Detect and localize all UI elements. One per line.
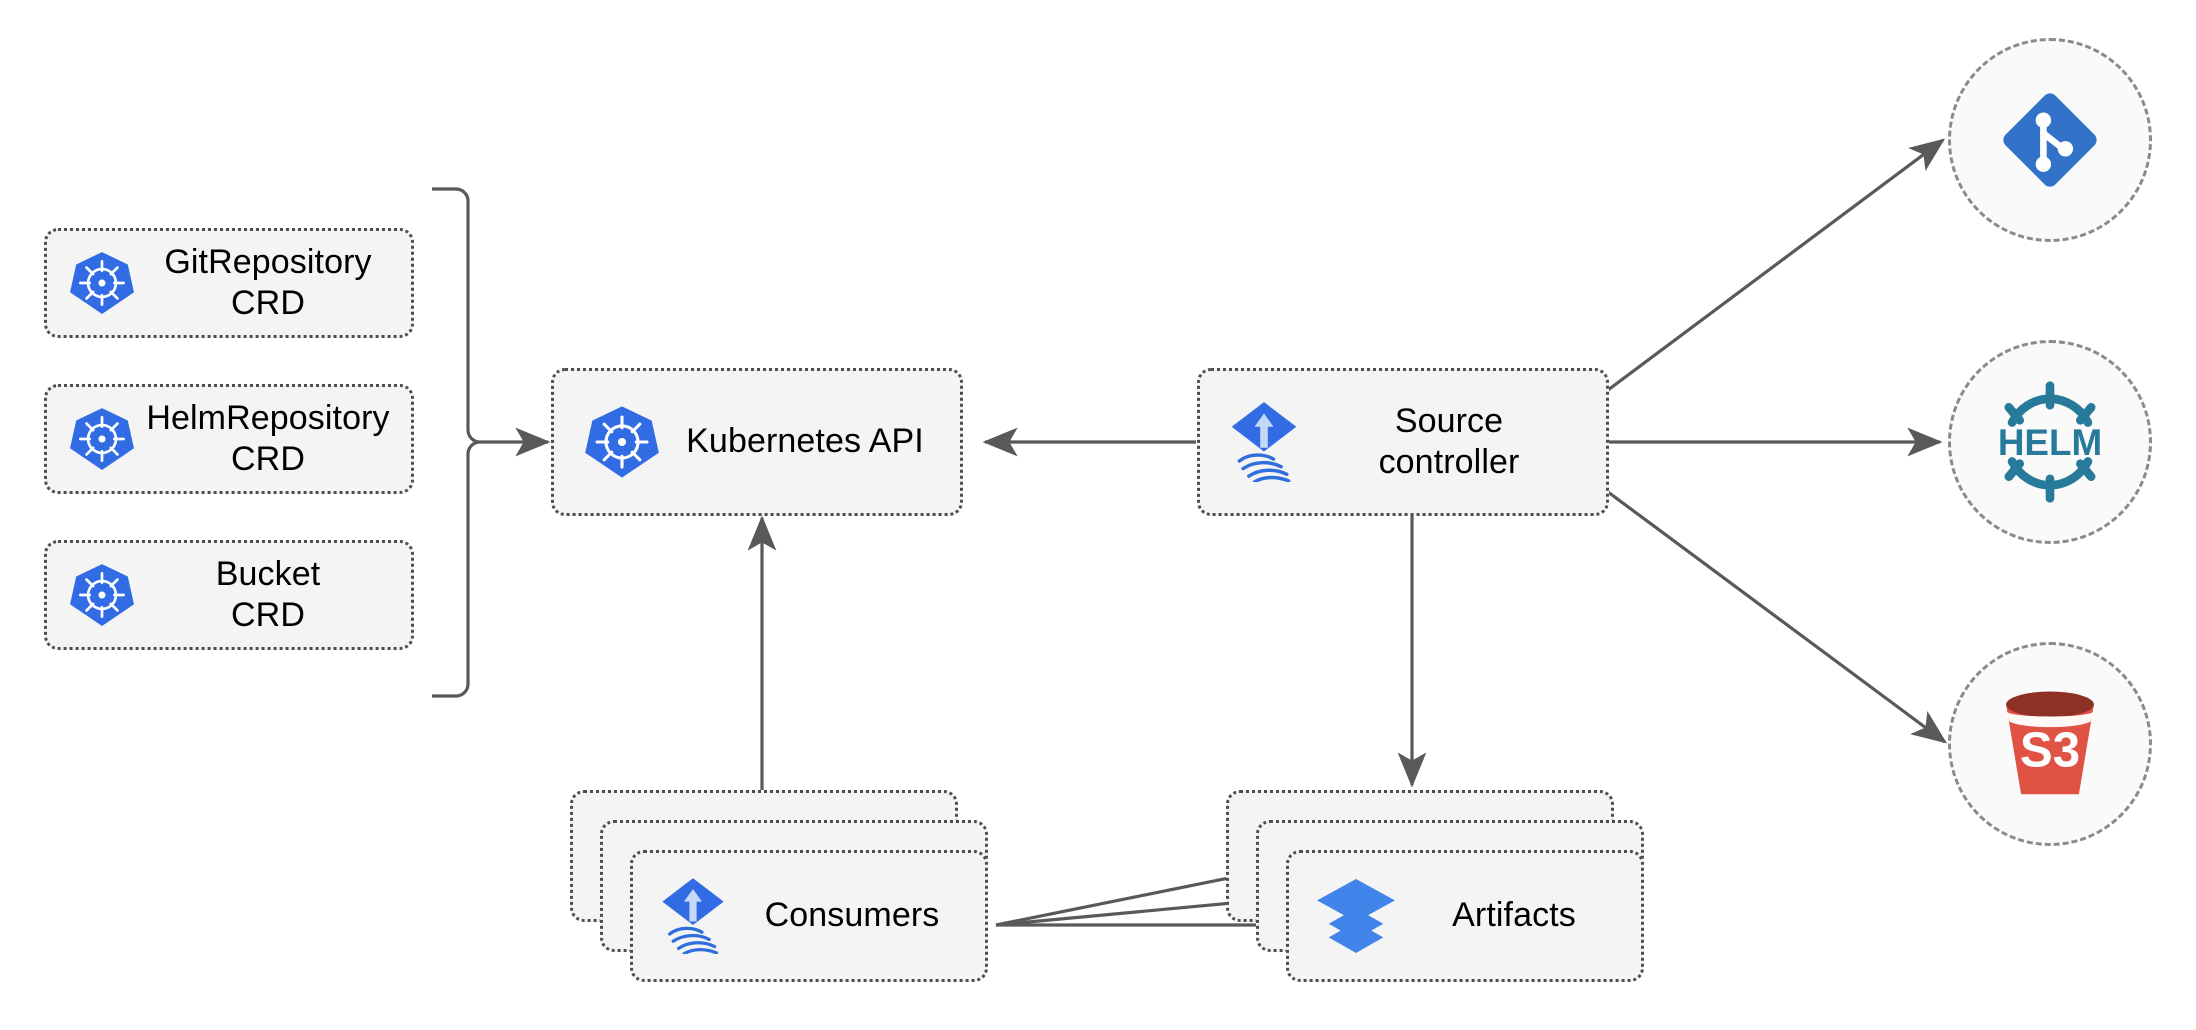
- flux-icon: [657, 878, 729, 954]
- s3-icon: S3: [2006, 691, 2094, 795]
- helm-wordmark: HELM: [1998, 422, 2102, 463]
- helm-icon: HELM: [1998, 381, 2102, 503]
- node-label-kubernetes-api: Kubernetes API: [686, 422, 924, 461]
- node-artifacts[interactable]: Artifacts: [1286, 850, 1644, 982]
- node-label-artifacts: Artifacts: [1452, 896, 1576, 935]
- s3-wordmark: S3: [2020, 722, 2080, 777]
- git-icon: [2003, 93, 2097, 187]
- source-circle-helm[interactable]: HELM: [1948, 340, 2152, 544]
- source-circle-s3[interactable]: S3: [1948, 642, 2152, 846]
- edge-sourcecontroller-to-s3: [1607, 490, 1948, 744]
- source-circle-git[interactable]: [1948, 38, 2152, 242]
- kubernetes-icon: [69, 250, 135, 316]
- crd-bracket: [432, 187, 484, 698]
- node-kubernetes-api[interactable]: Kubernetes API: [551, 368, 963, 516]
- edge-sourcecontroller-to-git: [1607, 138, 1946, 392]
- kubernetes-icon: [69, 562, 135, 628]
- node-consumers[interactable]: Consumers: [630, 850, 988, 982]
- flux-icon: [1226, 402, 1302, 482]
- kubernetes-icon: [69, 406, 135, 472]
- node-label-consumers: Consumers: [764, 896, 940, 935]
- kubernetes-icon: [584, 404, 660, 480]
- layers-icon: [1315, 879, 1397, 953]
